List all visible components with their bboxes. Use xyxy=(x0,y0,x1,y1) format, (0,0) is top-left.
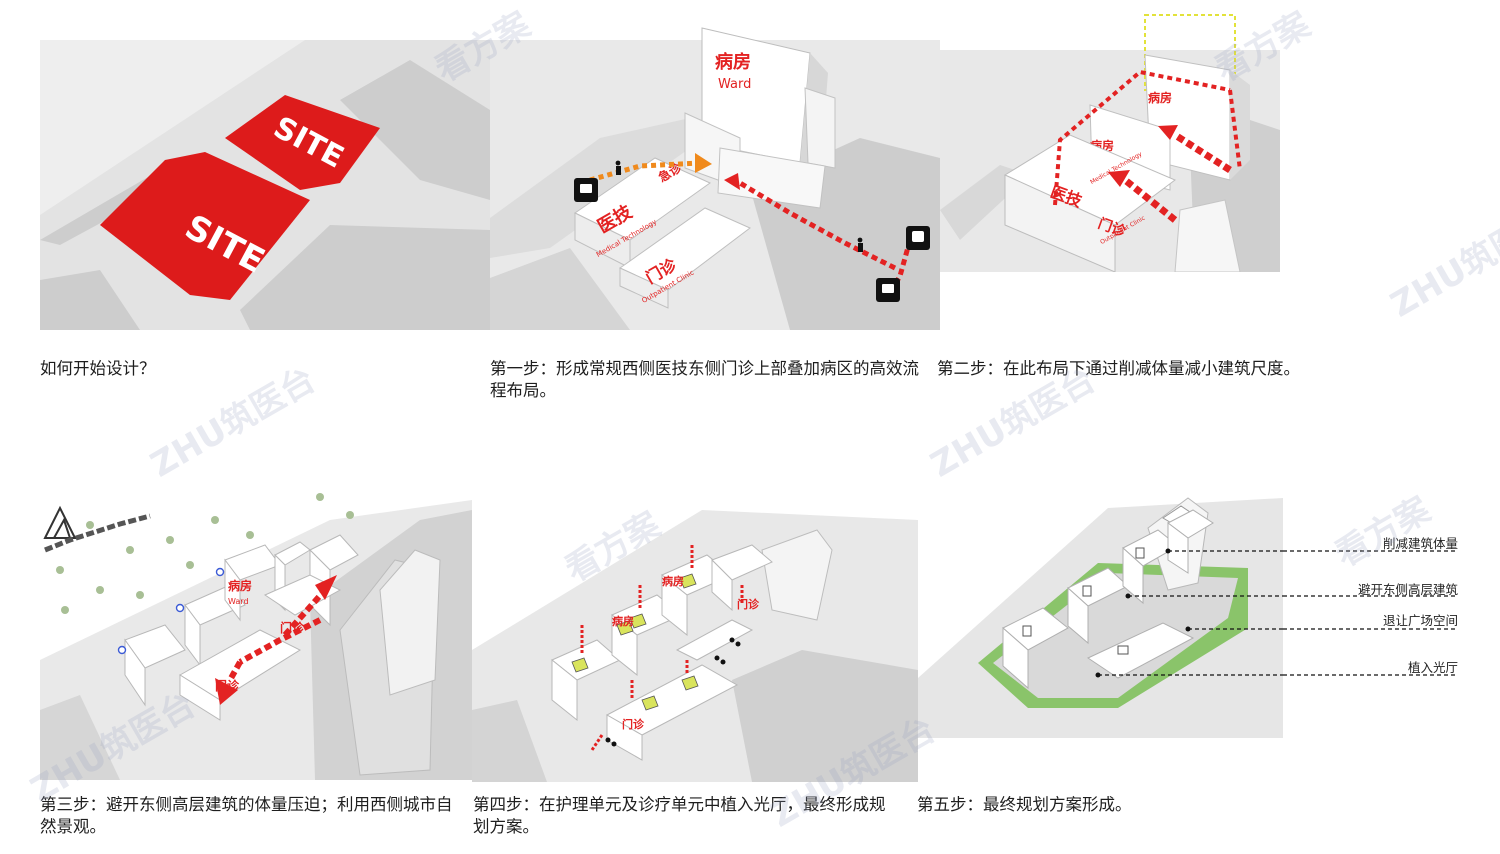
panel-site: SITE SITE xyxy=(40,40,490,330)
shift-arrow xyxy=(215,678,238,705)
legend-label: 植入光厅 xyxy=(1407,660,1458,675)
final-plan-diagram xyxy=(918,497,1283,738)
site-plot-west xyxy=(100,152,310,300)
entrance-icons xyxy=(605,637,741,747)
ward-label: 病房 xyxy=(1148,90,1172,105)
ward-label: 病房 xyxy=(662,574,684,588)
step-caption: 第三步：避开东侧高层建筑的体量压迫；利用西侧城市自然景观。 xyxy=(40,795,453,836)
site-diagram: SITE SITE xyxy=(40,40,490,330)
step-caption: 第四步：在护理单元及诊疗单元中植入光厅，最终形成规划方案。 xyxy=(473,795,886,836)
panel-step-4: 病房 病房 门诊 门诊 xyxy=(472,500,918,782)
city-block xyxy=(732,650,918,782)
step-4-diagram: 病房 病房 门诊 门诊 xyxy=(472,510,918,782)
site-plot-east xyxy=(225,95,380,190)
step-caption: 如何开始设计？ xyxy=(40,359,156,378)
light-hall-markers xyxy=(571,573,699,711)
legend-label: 退让广场空间 xyxy=(1382,613,1458,628)
ward-label-en: Ward xyxy=(718,77,751,92)
shift-arrow xyxy=(315,575,337,600)
reduce-arrow xyxy=(1158,125,1178,140)
ward-label: 病房 xyxy=(612,614,634,628)
city-block xyxy=(472,700,547,782)
step-1-diagram: 病房 Ward 医技 Medical Technology 急诊 门诊 Outp… xyxy=(490,27,940,330)
panel-step-3: 病房 Ward 门诊 门诊 xyxy=(40,480,472,780)
panel-step-2: 病房 病房 医技 Medical Technology 门诊 Outpatien… xyxy=(940,10,1280,272)
outpatient-label: 门诊 xyxy=(622,717,645,731)
city-block xyxy=(40,695,120,780)
reduce-arrow xyxy=(1108,170,1130,187)
legend-leader-lines xyxy=(1098,550,1283,676)
mountain-icon xyxy=(43,505,77,539)
outpatient-block xyxy=(619,267,669,309)
ward-label: 病房 xyxy=(228,578,252,593)
light-hall-openings xyxy=(1022,547,1145,655)
step-caption: 第一步：形成常规西侧医技东侧门诊上部叠加病区的高效流程布局。 xyxy=(490,359,919,400)
ward-label: 病房 xyxy=(715,51,751,73)
city-block xyxy=(40,270,140,330)
tree-icons xyxy=(56,493,354,614)
city-block xyxy=(240,225,490,330)
outpatient-label: 门诊 xyxy=(737,597,760,611)
emergency-flow xyxy=(589,160,701,183)
step-3-diagram: 病房 Ward 门诊 门诊 xyxy=(40,493,472,780)
city-block xyxy=(490,248,630,330)
city-block xyxy=(340,60,490,200)
podium-block xyxy=(1004,174,1116,272)
cut-line xyxy=(1053,69,1231,206)
people-icon xyxy=(857,237,863,243)
step-2-diagram: 病房 病房 医技 Medical Technology 门诊 Outpatien… xyxy=(940,14,1280,272)
panel-step-1: 病房 Ward 医技 Medical Technology 急诊 门诊 Outp… xyxy=(490,18,940,330)
river-line xyxy=(44,513,151,553)
ward-label-en: Ward xyxy=(228,597,249,606)
watermark: ZHU筑医台 xyxy=(1383,199,1500,326)
panel-step-5 xyxy=(918,478,1283,738)
people-icon xyxy=(615,160,621,166)
step-caption: 第二步：在此布局下通过削减体量减小建筑尺度。 xyxy=(937,359,1300,378)
legend-line-extensions xyxy=(1283,550,1458,676)
legend-label: 削减建筑体量 xyxy=(1382,536,1458,551)
step-caption: 第五步：最终规划方案形成。 xyxy=(917,795,1132,814)
legend-label: 避开东侧高层建筑 xyxy=(1357,582,1458,597)
